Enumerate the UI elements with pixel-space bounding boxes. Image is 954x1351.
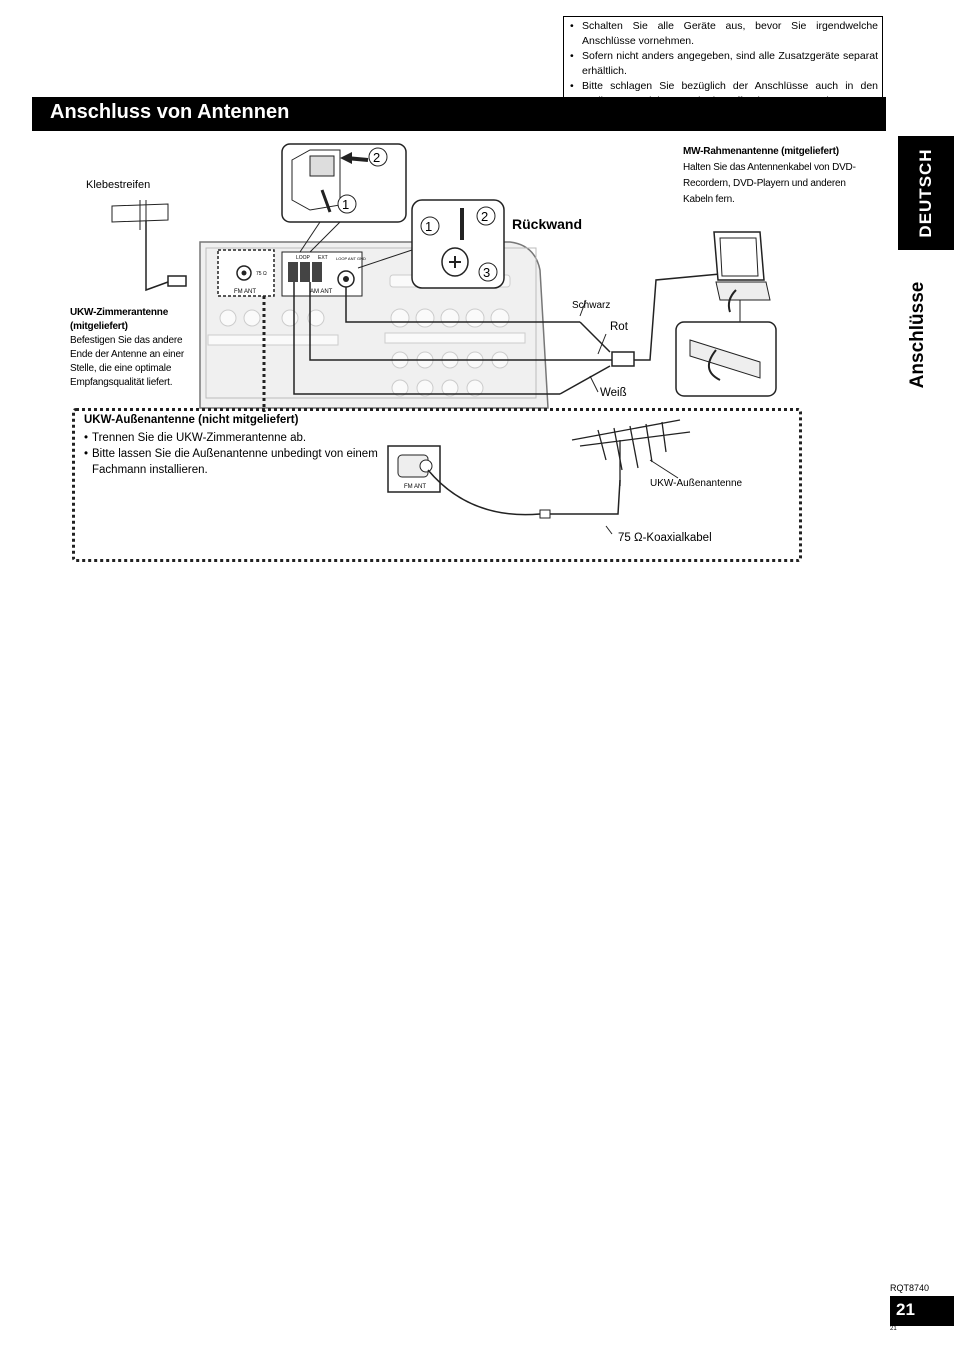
outdoor-antenna-label: UKW-Außenantenne (650, 478, 743, 489)
page-number-box: 21 (890, 1296, 954, 1326)
language-tab: DEUTSCH (898, 136, 954, 250)
tape-label: Klebestreifen (86, 179, 151, 191)
svg-text:2: 2 (481, 209, 488, 224)
ext-panel-label: EXT (318, 255, 328, 261)
am-loop-text: Halten Sie das Antennenkabel von DVD-Rec… (683, 162, 856, 205)
antenna-connection-diagram: FM ANT AM ANT LOOP EXT 75 Ω LOOP ANT GND… (111, 143, 777, 535)
coax-cable-label: 75 Ω-Koaxialkabel (618, 532, 712, 544)
am-ant-panel-label: AM ANT (310, 289, 333, 295)
wire-black-label: Schwarz (572, 300, 611, 311)
antenna-wires (145, 206, 721, 395)
fm-outdoor-item: Bitte lassen Sie die Außenantenne unbedi… (84, 446, 384, 478)
section-title: Anschluss von Antennen (50, 101, 290, 123)
am-loop-antenna (675, 231, 777, 397)
fm-indoor-title: UKW-Zimmerantenne (mitgeliefert) (70, 307, 169, 332)
svg-text:3: 3 (483, 265, 490, 280)
loop-panel-label: LOOP (296, 255, 311, 261)
fm-outdoor-item: Trennen Sie die UKW-Zimmerantenne ab. (84, 430, 384, 446)
svg-text:2: 2 (373, 150, 380, 165)
outdoor-antenna-illustration: FM ANT (387, 419, 691, 535)
am-loop-note: MW-Rahmenantenne (mitgeliefert) Halten S… (683, 144, 861, 208)
wire-red-label: Rot (610, 321, 628, 333)
svg-text:1: 1 (342, 197, 349, 212)
fm-outdoor-title: UKW-Außenantenne (nicht mitgeliefert) (84, 414, 299, 426)
note-item: Sofern nicht anders angegeben, sind alle… (568, 49, 878, 79)
svg-text:1: 1 (425, 219, 432, 234)
wire-white-label: Weiß (600, 387, 627, 399)
tape-illustration (111, 200, 169, 230)
model-number: RQT8740 (890, 1283, 930, 1293)
ohm-panel-label: 75 Ω (256, 271, 267, 277)
note-item: Schalten Sie alle Geräte aus, bevor Sie … (568, 19, 878, 49)
loop-ant-gnd-panel-label: LOOP ANT GND (336, 256, 366, 261)
fm-outdoor-box (72, 408, 802, 562)
ground-terminal-inset: 1 2 3 (357, 199, 505, 289)
fm-ant-wall-label: FM ANT (404, 484, 426, 490)
page-number-small: 21 (890, 1326, 897, 1332)
page-number: 21 (896, 1300, 915, 1319)
am-loop-title: MW-Rahmenantenne (mitgeliefert) (683, 146, 839, 157)
fm-ant-panel-label: FM ANT (234, 289, 256, 295)
rear-panel-label: Rückwand (512, 216, 583, 232)
fm-indoor-note: UKW-Zimmerantenne (mitgeliefert) Befesti… (70, 306, 200, 390)
section-title-bar: Anschluss von Antennen (32, 97, 886, 131)
fm-outdoor-list: Trennen Sie die UKW-Zimmerantenne ab. Bi… (84, 430, 384, 478)
fm-indoor-text: Befestigen Sie das andere Ende der Anten… (70, 335, 184, 388)
clip-detail-inset: 2 1 (281, 143, 407, 253)
